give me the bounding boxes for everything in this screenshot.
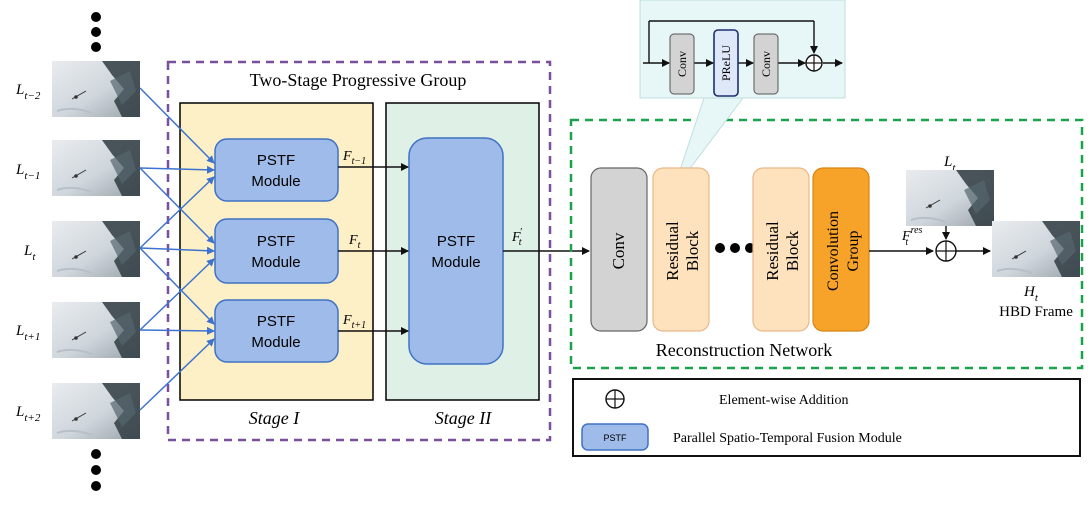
output-input-frame <box>905 169 995 227</box>
svg-text:Block: Block <box>783 230 802 271</box>
feature-label-f-t-plus-1: Ft+1 <box>342 313 366 331</box>
frame-t-minus-2 <box>51 60 141 118</box>
svg-text:PSTF: PSTF <box>603 433 627 443</box>
output-input-label: Lt <box>943 154 956 174</box>
frame-t <box>51 220 141 278</box>
svg-text:Convolution: Convolution <box>825 211 842 291</box>
recon-conv-block: Conv <box>590 167 648 332</box>
svg-text:Module: Module <box>431 254 480 271</box>
zoom-flow-lines <box>643 20 843 67</box>
legend-addition-icon <box>605 389 625 409</box>
stage1-to-stage2-arrows <box>338 163 409 335</box>
recon-residual-block-1: Residual Block <box>652 167 710 332</box>
svg-text:Residual: Residual <box>763 221 782 281</box>
output-hbd-frame <box>991 220 1081 278</box>
output-label: Ht <box>1023 284 1039 304</box>
feature-label-f-prime: F′t <box>511 227 523 248</box>
svg-text:Conv: Conv <box>675 51 689 77</box>
legend-pstf-swatch: PSTF <box>581 423 649 451</box>
reconstruction-network-title: Reconstruction Network <box>656 340 832 360</box>
legend-box <box>572 378 1081 457</box>
svg-text:Block: Block <box>683 230 702 271</box>
zoom-prelu: PReLU <box>713 29 739 97</box>
svg-text:Conv: Conv <box>759 51 773 77</box>
reconstruction-network-border <box>569 118 1084 370</box>
svg-text:Residual: Residual <box>663 221 682 281</box>
feature-label-f-t-minus-1: Ft−1 <box>342 149 366 167</box>
svg-text:PSTF: PSTF <box>257 233 295 250</box>
pstf-module-stage2: PSTF Module <box>408 137 504 365</box>
two-stage-group-border <box>166 60 552 442</box>
frame-t-plus-2 <box>51 382 141 440</box>
frame-label-t-minus-2: Lt−2 <box>15 82 41 102</box>
svg-text:Conv: Conv <box>609 232 628 269</box>
output-addition-icon <box>935 240 957 262</box>
svg-text:Module: Module <box>251 173 300 190</box>
ellipsis-top-icon <box>91 12 101 52</box>
frame-label-t-plus-1: Lt+1 <box>15 323 40 343</box>
frame-t-minus-1 <box>51 139 141 197</box>
pstf-module-stage1-top: PSTF Module <box>214 138 339 202</box>
svg-text:Group: Group <box>845 231 862 272</box>
svg-text:Module: Module <box>251 334 300 351</box>
svg-text:PSTF: PSTF <box>257 152 295 169</box>
stage-1-label: Stage I <box>249 408 300 428</box>
frame-label-t: Lt <box>23 243 36 263</box>
svg-text:PReLU: PReLU <box>719 45 733 81</box>
frame-label-t-plus-2: Lt+2 <box>15 404 41 424</box>
svg-text:PSTF: PSTF <box>257 313 295 330</box>
recon-residual-block-2: Residual Block <box>752 167 810 332</box>
stage-2-label: Stage II <box>435 408 492 428</box>
recon-convolution-group: Convolution Group <box>812 167 870 332</box>
ellipsis-bottom-icon <box>91 449 101 491</box>
legend-addition-text: Element-wise Addition <box>719 393 848 408</box>
two-stage-group-title: Two-Stage Progressive Group <box>250 70 467 90</box>
zoom-addition-icon <box>805 54 823 72</box>
frame-to-pstf-arrows <box>139 87 215 411</box>
recon-ellipsis-icon <box>715 243 755 253</box>
svg-text:PSTF: PSTF <box>437 233 475 250</box>
feature-label-f-t: Ft <box>348 233 361 251</box>
legend-pstf-text: Parallel Spatio-Temporal Fusion Module <box>673 431 902 446</box>
zoom-conv-1: Conv <box>669 33 695 95</box>
svg-text:Module: Module <box>251 254 300 271</box>
frame-t-plus-1 <box>51 301 141 359</box>
pstf-module-stage1-middle: PSTF Module <box>214 218 339 284</box>
pstf-module-stage1-bottom: PSTF Module <box>214 299 339 363</box>
zoom-conv-2: Conv <box>753 33 779 95</box>
output-caption: HBD Frame <box>999 304 1073 320</box>
frame-label-t-minus-1: Lt−1 <box>15 162 40 182</box>
